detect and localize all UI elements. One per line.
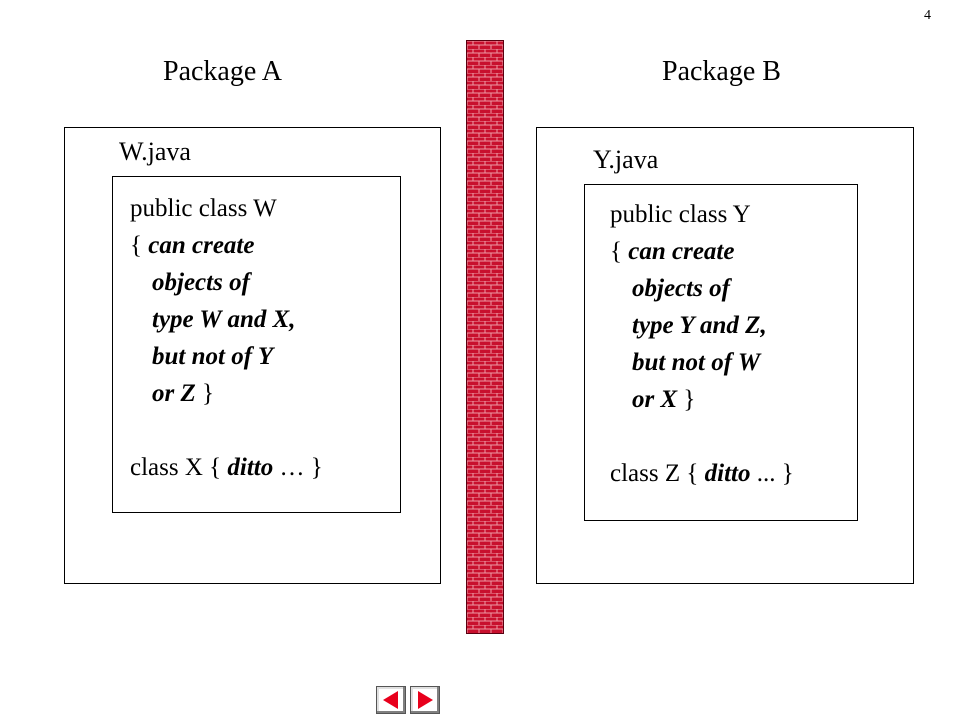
code-line-prefix: public class W <box>130 195 277 222</box>
code-line-emph: but not of W <box>632 349 761 376</box>
code-line-suffix: } <box>195 380 214 407</box>
code-line-prefix: public class Y <box>610 201 751 228</box>
triangle-left-icon <box>383 691 398 709</box>
package-a-file-label: W.java <box>119 137 191 166</box>
package-a-title: Package A <box>163 56 282 87</box>
package-a-code-box <box>112 176 401 513</box>
code-line-prefix: { <box>610 238 629 265</box>
code-line: objects of <box>610 270 794 307</box>
code-line-emph: ditto <box>227 454 274 481</box>
code-line: or X } <box>610 381 794 418</box>
code-line-emph: can create <box>148 232 255 259</box>
code-line: class Z { ditto ... } <box>610 455 794 492</box>
next-slide-button[interactable] <box>410 686 440 714</box>
code-line: { can create <box>130 227 323 264</box>
code-line: public class Y <box>610 196 794 233</box>
brick-wall <box>466 40 504 634</box>
code-line-prefix: { <box>130 232 149 259</box>
package-b-file-label: Y.java <box>593 145 659 174</box>
code-line <box>610 418 794 455</box>
code-line-emph: ditto <box>704 460 751 487</box>
code-line-suffix: ... } <box>750 460 794 487</box>
code-line-prefix: class X { <box>130 454 228 481</box>
code-line-emph: but not of Y <box>152 343 274 370</box>
code-line: but not of Y <box>130 338 323 375</box>
code-line-emph: can create <box>628 238 735 265</box>
code-line-emph: type Y and Z, <box>632 312 767 339</box>
code-line: public class W <box>130 190 323 227</box>
package-b-code: public class Y { can create objects of type… <box>610 196 794 492</box>
code-line-suffix: } <box>677 386 696 413</box>
code-line-prefix: class Z { <box>610 460 705 487</box>
code-line: objects of <box>130 264 323 301</box>
brick-wall-graphic <box>467 41 503 633</box>
code-line-emph: objects of <box>152 269 250 296</box>
code-line-emph: or Z <box>152 380 196 407</box>
code-line <box>130 412 323 449</box>
package-b-code-box <box>584 184 858 521</box>
package-b-title: Package B <box>662 56 781 87</box>
code-line: type Y and Z, <box>610 307 794 344</box>
code-line-suffix: … } <box>273 454 323 481</box>
code-line: or Z } <box>130 375 323 412</box>
package-a-code: public class W { can create objects of type… <box>130 190 323 486</box>
code-line-emph: objects of <box>632 275 730 302</box>
triangle-right-icon <box>418 691 433 709</box>
page-number: 4 <box>924 8 931 23</box>
previous-slide-button[interactable] <box>376 686 406 714</box>
code-line: but not of W <box>610 344 794 381</box>
code-line-emph: type W and X, <box>152 306 296 333</box>
code-line: { can create <box>610 233 794 270</box>
code-line: type W and X, <box>130 301 323 338</box>
code-line: class X { ditto … } <box>130 449 323 486</box>
code-line-emph: or X <box>632 386 678 413</box>
